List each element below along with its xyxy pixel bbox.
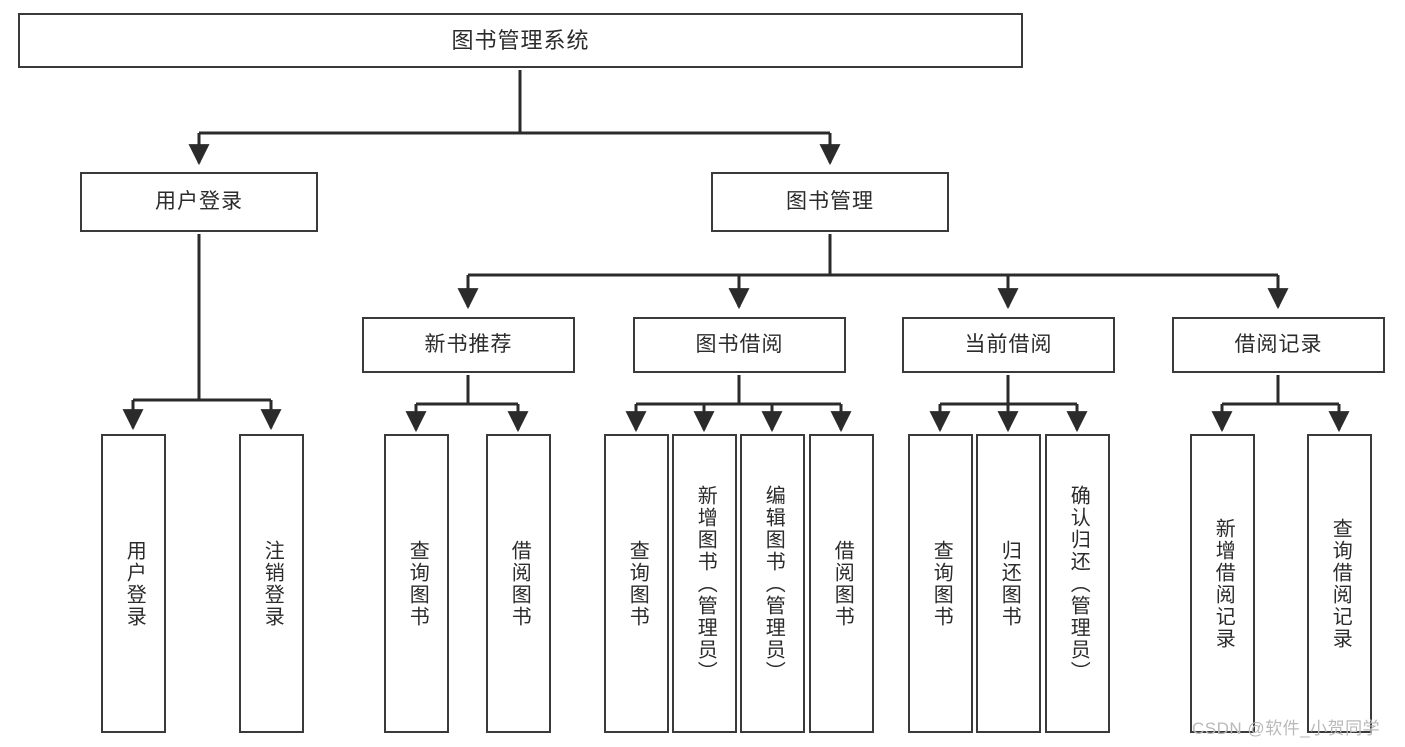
leaf-query-book-3[interactable]: 查询图书 bbox=[908, 434, 973, 733]
node-label: 归还图书 bbox=[998, 539, 1021, 628]
node-label: 新增图书（管理员） bbox=[694, 484, 717, 683]
node-label: 当前借阅 bbox=[964, 332, 1053, 356]
leaf-borrow-book-2[interactable]: 借阅图书 bbox=[809, 434, 874, 733]
leaf-user-login[interactable]: 用户登录 bbox=[101, 434, 166, 733]
node-label: 查询图书 bbox=[930, 539, 953, 628]
leaf-logout-login[interactable]: 注销登录 bbox=[239, 434, 304, 733]
node-label: 新书推荐 bbox=[424, 332, 513, 356]
watermark-credit: CSDN @软件_小贺同学 bbox=[1192, 719, 1381, 738]
node-label: 查询借阅记录 bbox=[1329, 517, 1352, 650]
node-root-book-management-system[interactable]: 图书管理系统 bbox=[18, 13, 1023, 68]
leaf-edit-book-admin[interactable]: 编辑图书（管理员） bbox=[740, 434, 805, 733]
node-label: 图书借阅 bbox=[695, 332, 784, 356]
node-label: 查询图书 bbox=[406, 539, 429, 628]
leaf-query-borrow-record[interactable]: 查询借阅记录 bbox=[1307, 434, 1372, 733]
node-label: 查询图书 bbox=[626, 539, 649, 628]
node-label: 用户登录 bbox=[155, 189, 243, 213]
leaf-query-book-1[interactable]: 查询图书 bbox=[384, 434, 449, 733]
leaf-borrow-book-1[interactable]: 借阅图书 bbox=[486, 434, 551, 733]
node-label: 新增借阅记录 bbox=[1212, 517, 1235, 650]
node-label: 借阅图书 bbox=[831, 539, 854, 628]
leaf-return-book[interactable]: 归还图书 bbox=[976, 434, 1041, 733]
node-book-management[interactable]: 图书管理 bbox=[711, 172, 949, 232]
leaf-add-book-admin[interactable]: 新增图书（管理员） bbox=[672, 434, 737, 733]
node-label: 借阅记录 bbox=[1234, 332, 1323, 356]
leaf-query-book-2[interactable]: 查询图书 bbox=[604, 434, 669, 733]
leaf-confirm-return-admin[interactable]: 确认归还（管理员） bbox=[1045, 434, 1110, 733]
node-label: 用户登录 bbox=[123, 539, 146, 628]
node-label: 图书管理系统 bbox=[451, 27, 590, 53]
node-label: 借阅图书 bbox=[508, 539, 531, 628]
node-label: 确认归还（管理员） bbox=[1067, 484, 1090, 683]
node-borrow-record[interactable]: 借阅记录 bbox=[1172, 317, 1385, 373]
node-label: 注销登录 bbox=[261, 539, 284, 628]
node-user-login[interactable]: 用户登录 bbox=[80, 172, 318, 232]
node-label: 图书管理 bbox=[786, 189, 874, 213]
node-new-book-recommend[interactable]: 新书推荐 bbox=[362, 317, 575, 373]
node-current-borrow[interactable]: 当前借阅 bbox=[902, 317, 1115, 373]
node-book-borrow[interactable]: 图书借阅 bbox=[633, 317, 846, 373]
node-label: 编辑图书（管理员） bbox=[762, 484, 785, 683]
leaf-add-borrow-record[interactable]: 新增借阅记录 bbox=[1190, 434, 1255, 733]
